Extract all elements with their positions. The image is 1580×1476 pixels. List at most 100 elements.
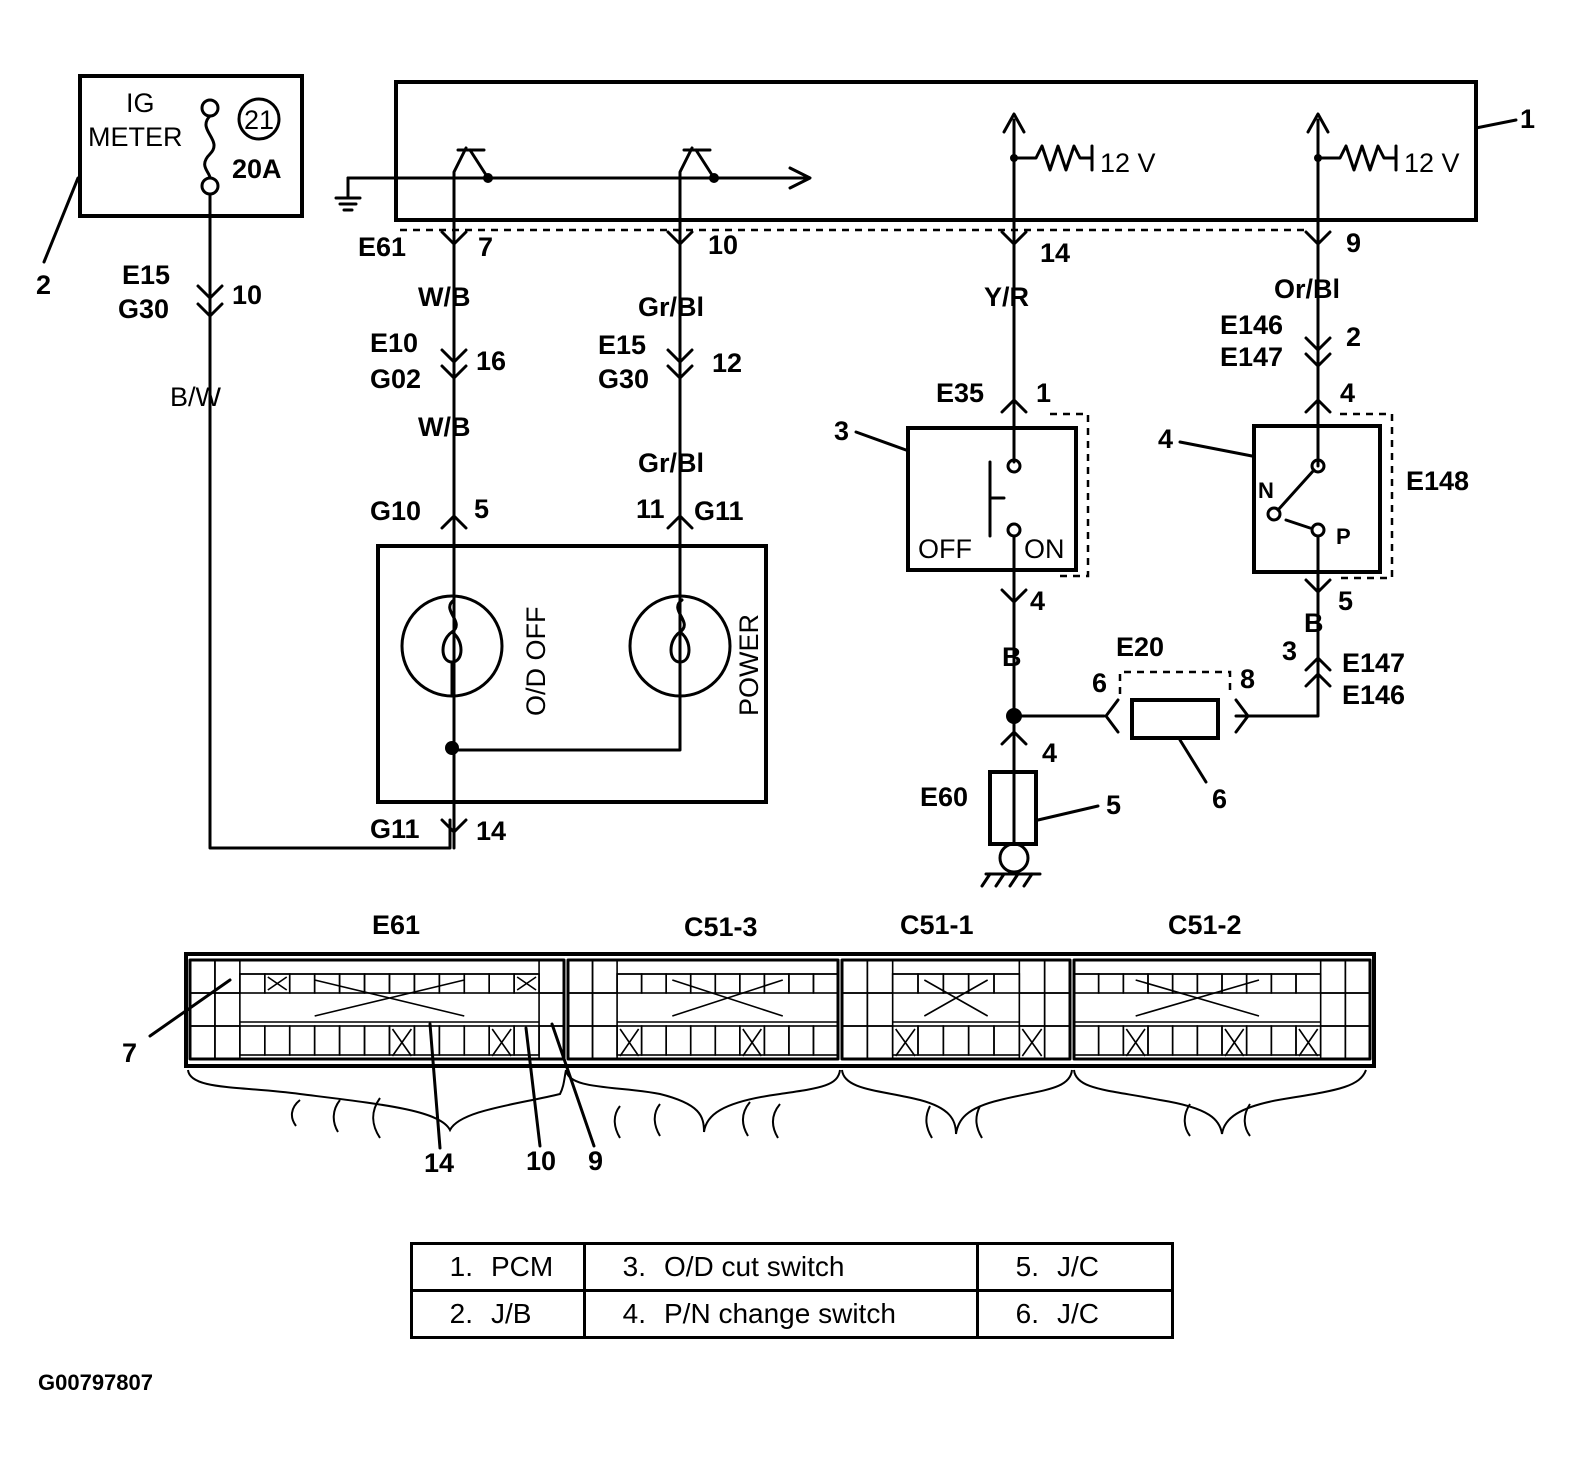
callout-6: 6 bbox=[1212, 784, 1227, 814]
pin-pn-5: 5 bbox=[1338, 586, 1353, 616]
callout-leader-1 bbox=[1474, 118, 1518, 130]
legend-num: 5. bbox=[1015, 1251, 1039, 1282]
connector-pn-bottom bbox=[1304, 578, 1332, 594]
callout-3: 3 bbox=[834, 416, 849, 446]
legend-cell: 2.J/B bbox=[410, 1289, 586, 1339]
connector-e15-g30-b bbox=[666, 348, 694, 380]
connector-pn-top bbox=[1304, 398, 1332, 414]
callout-leader-4 bbox=[1178, 440, 1254, 458]
legend-text: P/N change switch bbox=[664, 1298, 896, 1329]
connector-e146-e147-a bbox=[1304, 336, 1332, 368]
label-e15-b: E15 bbox=[598, 330, 646, 360]
pin-g10: 5 bbox=[474, 494, 489, 524]
lamp-label-od-off: O/D OFF bbox=[521, 607, 551, 717]
callout-leader-9 bbox=[550, 1022, 596, 1148]
wire-grbl bbox=[452, 220, 682, 752]
wire-label-wb-1: W/B bbox=[418, 282, 470, 312]
label-e20: E20 bbox=[1116, 632, 1164, 662]
block-label-c51-3: C51-3 bbox=[684, 912, 758, 942]
wire-label-bw: B/W bbox=[170, 382, 222, 412]
connector-block-2 bbox=[840, 958, 1072, 1061]
callout-leader-14 bbox=[428, 1022, 442, 1150]
connector-g11-top bbox=[666, 514, 694, 530]
pin-e146-e147-a: 2 bbox=[1346, 322, 1361, 352]
label-g30-a: G30 bbox=[118, 294, 169, 324]
pin-e35-4: 4 bbox=[1030, 586, 1045, 616]
jb-label-ig: IG bbox=[126, 88, 155, 118]
legend-text: J/C bbox=[1057, 1251, 1099, 1282]
pin-e147-e146-b: 3 bbox=[1282, 636, 1297, 666]
pin-e61-9: 9 bbox=[1346, 228, 1361, 258]
pin-e15-g30-a: 10 bbox=[232, 280, 262, 310]
pin-e35-1: 1 bbox=[1036, 378, 1051, 408]
wire-label-wb-2: W/B bbox=[418, 412, 470, 442]
connector-g10 bbox=[440, 514, 468, 530]
joint-connector-e20 bbox=[1012, 670, 1250, 740]
od-switch-on: ON bbox=[1024, 534, 1065, 564]
legend-text: J/C bbox=[1057, 1298, 1099, 1329]
pn-switch-p: P bbox=[1336, 524, 1351, 549]
pin-g11-top: 11 bbox=[636, 494, 665, 524]
callout-2: 2 bbox=[36, 270, 51, 300]
pin-g11-bottom: 14 bbox=[476, 816, 506, 846]
joint-connector-e60 bbox=[980, 730, 1042, 888]
legend-text: PCM bbox=[491, 1251, 554, 1282]
label-g02: G02 bbox=[370, 364, 421, 394]
fuse-number: 21 bbox=[244, 105, 274, 135]
label-g11-bottom: G11 bbox=[370, 814, 420, 844]
legend-text: J/B bbox=[491, 1298, 532, 1329]
connector-block-1 bbox=[566, 958, 840, 1061]
connector-block-0 bbox=[188, 958, 566, 1061]
wire-label-orbl: Or/Bl bbox=[1274, 274, 1340, 304]
callout-1: 1 bbox=[1520, 104, 1535, 134]
label-e35: E35 bbox=[936, 378, 984, 408]
callout-pin-10: 10 bbox=[526, 1146, 556, 1176]
figure-id: G00797807 bbox=[38, 1370, 153, 1395]
label-g30-b: G30 bbox=[598, 364, 649, 394]
pin-e61-14: 14 bbox=[1040, 238, 1070, 268]
connector-brackets bbox=[187, 1069, 1367, 1139]
block-label-c51-1: C51-1 bbox=[900, 910, 974, 940]
label-e61: E61 bbox=[358, 232, 406, 262]
callout-leader-6 bbox=[1178, 738, 1208, 784]
junction-block: IG METER 21 20A bbox=[78, 74, 304, 218]
label-e146-b: E146 bbox=[1342, 680, 1405, 710]
wire-label-grbl-1: Gr/Bl bbox=[638, 292, 704, 322]
pin-pn-4: 4 bbox=[1340, 378, 1355, 408]
lamp-label-power: POWER bbox=[734, 614, 764, 716]
connector-e147-e146-b bbox=[1304, 656, 1332, 688]
legend-row: 2.J/B 4.P/N change switch 6.J/C bbox=[410, 1289, 1174, 1339]
pcm-supply-2: 12 V bbox=[1404, 148, 1460, 178]
callout-leader-2 bbox=[42, 176, 80, 264]
wire-label-b-2: B bbox=[1304, 608, 1324, 638]
power-lamp bbox=[628, 594, 732, 698]
label-e147-a: E147 bbox=[1220, 342, 1283, 372]
legend-cell: 4.P/N change switch bbox=[583, 1289, 979, 1339]
od-off-lamp bbox=[400, 594, 504, 698]
callout-leader-10 bbox=[524, 1026, 542, 1148]
pin-e20-8: 8 bbox=[1240, 664, 1255, 694]
legend-num: 1. bbox=[449, 1251, 473, 1282]
legend-text: O/D cut switch bbox=[664, 1251, 845, 1282]
pin-e20-6: 6 bbox=[1092, 668, 1107, 698]
wire-label-grbl-2: Gr/Bl bbox=[638, 448, 704, 478]
fuse-rating: 20A bbox=[232, 154, 282, 184]
callout-leader-7 bbox=[148, 978, 232, 1038]
pcm-supply-1: 12 V bbox=[1100, 148, 1156, 178]
pin-e60: 4 bbox=[1042, 738, 1057, 768]
pin-e61-7: 7 bbox=[478, 232, 493, 262]
legend-cell: 5. J/C bbox=[976, 1242, 1174, 1292]
pin-e15-g30-b: 12 bbox=[712, 348, 742, 378]
pn-switch-n: N bbox=[1258, 478, 1274, 503]
legend-cell: 6.J/C bbox=[976, 1289, 1174, 1339]
legend-row: 1. PCM 3. O/D cut switch 5. J/C bbox=[410, 1242, 1174, 1292]
callout-5: 5 bbox=[1106, 790, 1121, 820]
label-e146-a: E146 bbox=[1220, 310, 1283, 340]
wire-label-yr: Y/R bbox=[984, 282, 1029, 312]
connector-g11-bottom bbox=[440, 818, 468, 834]
callout-leader-3 bbox=[854, 430, 908, 452]
wire-label-b-1: B bbox=[1002, 642, 1022, 672]
legend-num: 3. bbox=[622, 1251, 646, 1282]
jb-label-meter: METER bbox=[88, 122, 183, 152]
